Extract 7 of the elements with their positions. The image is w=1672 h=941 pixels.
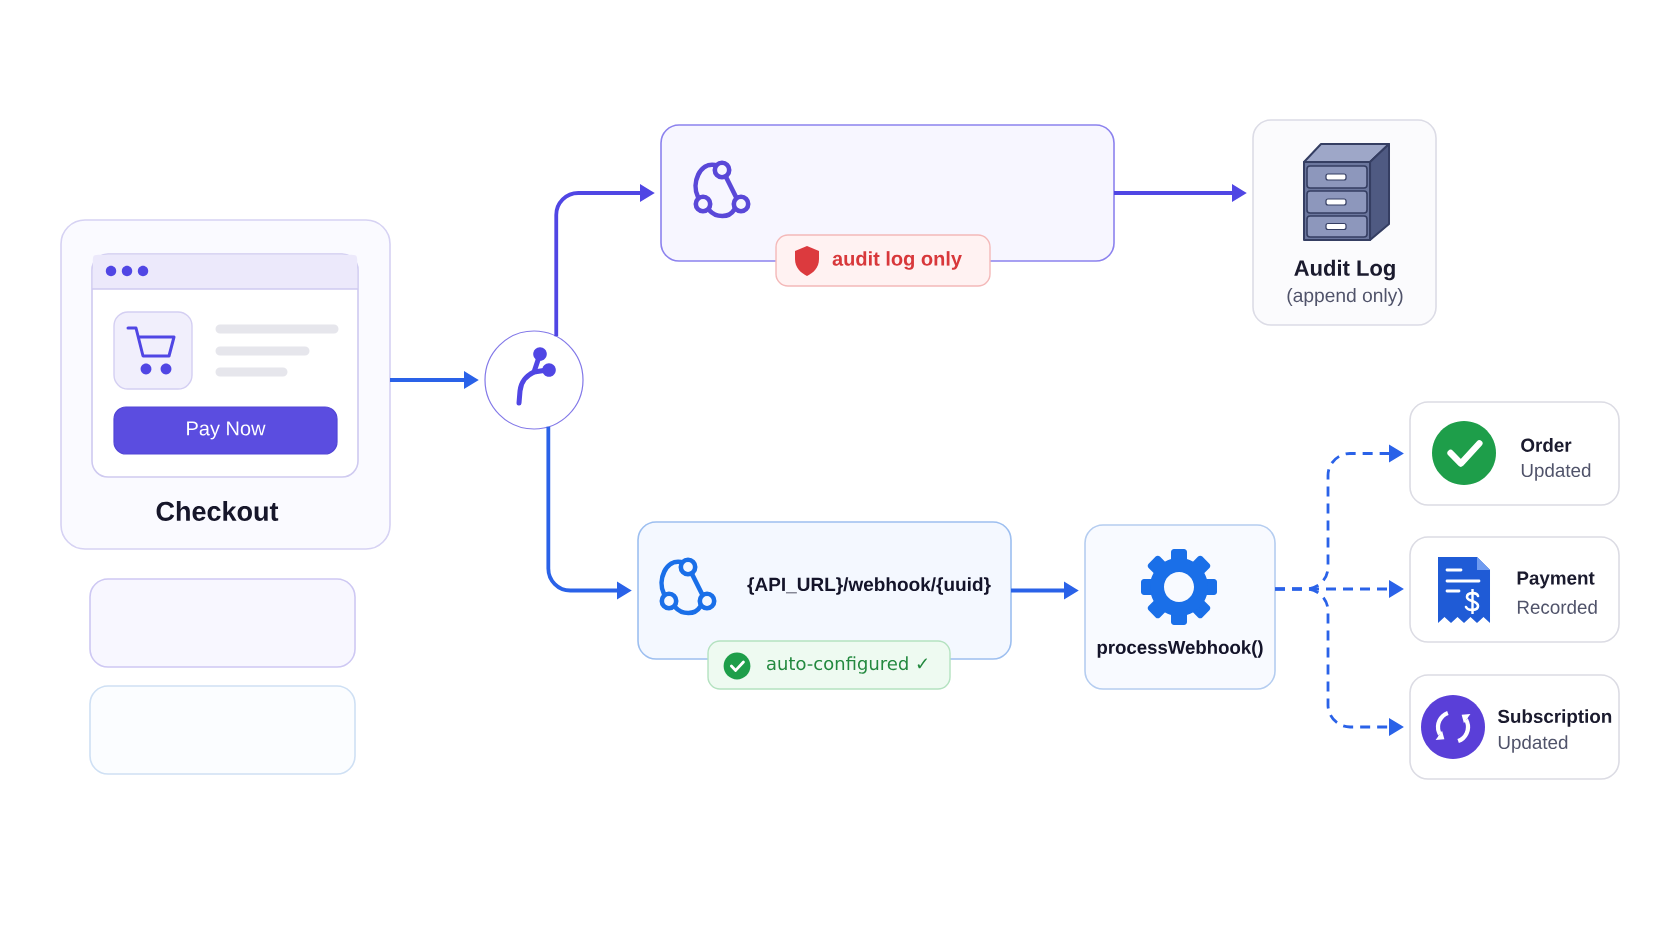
empty-card (89, 578, 356, 668)
empty-card (89, 685, 356, 775)
process-box: processWebhook() (1084, 524, 1276, 690)
pay-now-button: Pay Now (113, 406, 338, 455)
status-badge: auto-configured ✓ (707, 640, 951, 690)
router-circle (484, 330, 584, 430)
warning-badge: audit log only (775, 234, 991, 287)
